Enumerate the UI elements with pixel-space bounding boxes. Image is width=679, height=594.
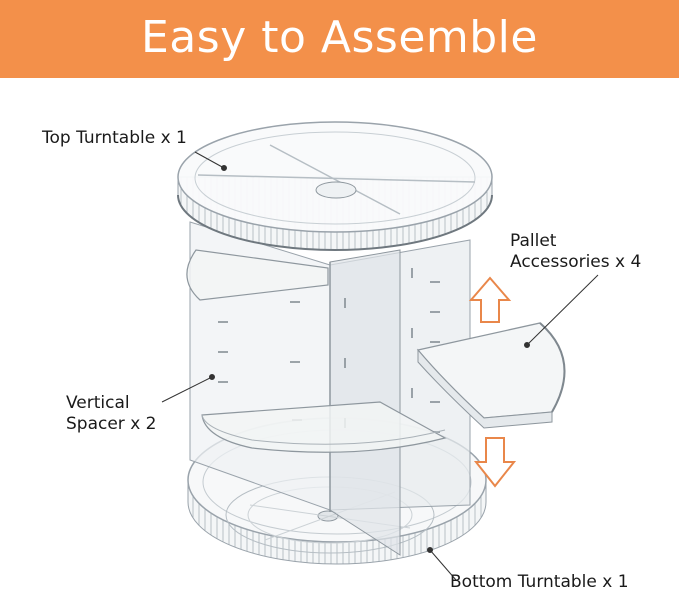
- label-pallet-line1: Pallet: [510, 231, 557, 251]
- top-turntable: [177, 121, 493, 251]
- callout-lines: [161, 151, 599, 581]
- header-banner: Easy to Assemble: [0, 0, 679, 78]
- banner-title: Easy to Assemble: [141, 12, 538, 63]
- pallet-inner-bottom: [201, 401, 447, 453]
- arrow-up-icon: [468, 276, 512, 323]
- arrow-down-icon: [473, 437, 517, 488]
- pallet-inner-top: [186, 249, 329, 301]
- label-top-turntable: Top Turntable x 1: [42, 128, 187, 148]
- label-vertical-spacer-line2: Spacer x 2: [66, 414, 157, 434]
- label-vertical-spacer-line1: Vertical: [66, 393, 130, 413]
- label-pallet-line2: Accessories x 4: [510, 252, 642, 272]
- label-bottom-turntable: Bottom Turntable x 1: [450, 572, 629, 592]
